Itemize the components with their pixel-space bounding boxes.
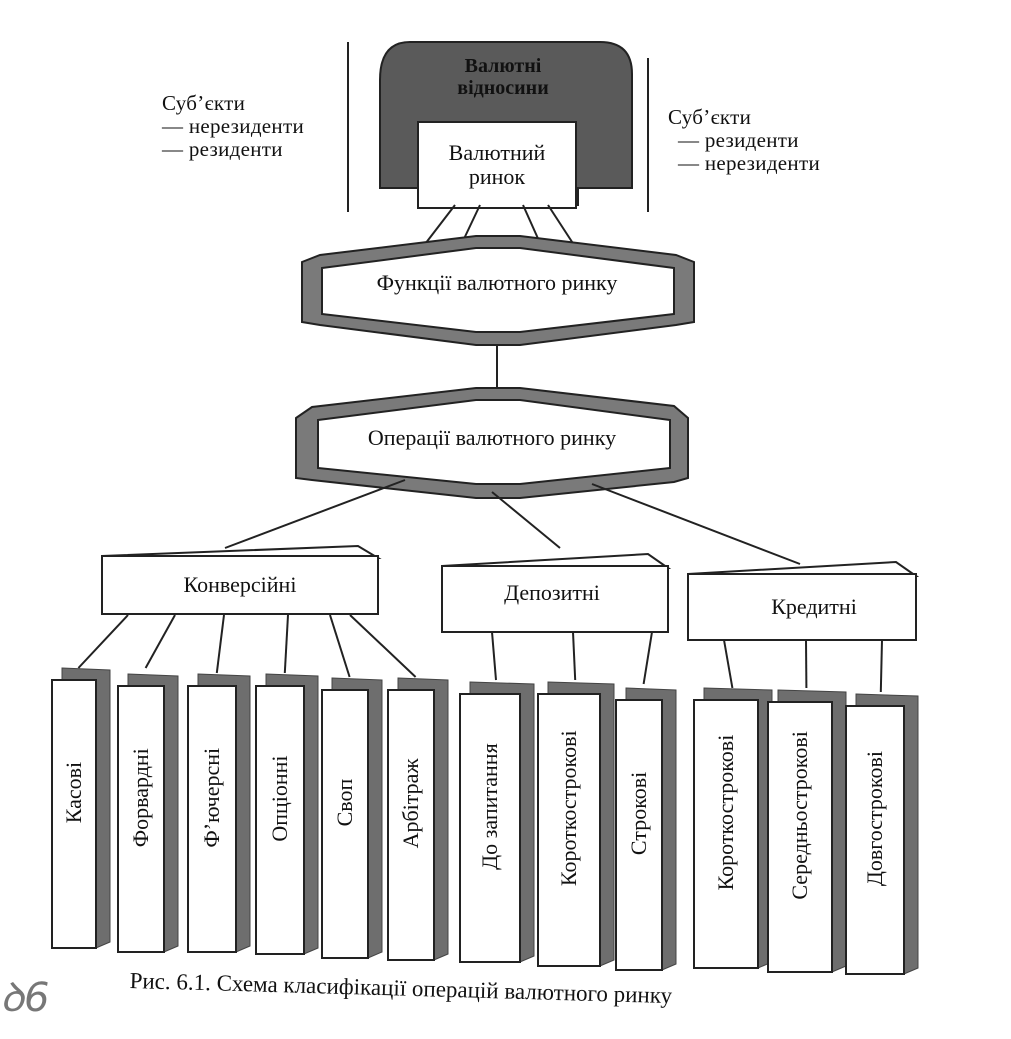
right-subjects-item: — нерезиденти [678, 151, 820, 175]
left-subjects-title: Суб’єкти [162, 91, 246, 115]
leaf-card: Короткострокові [693, 687, 773, 969]
category-leaf-connector [144, 614, 176, 669]
leaf-card-face [321, 689, 369, 959]
category-label: Кредитні [771, 594, 857, 619]
leaf-card-face [255, 685, 305, 955]
category-leaf-connector [723, 639, 734, 689]
root-connector [421, 204, 456, 249]
leaf-card-face [693, 699, 759, 969]
leaf-card: Строкові [615, 687, 677, 971]
root-connector [547, 204, 577, 249]
leaf-card: До запитання [459, 681, 535, 963]
category-box-conversion [101, 555, 379, 615]
leaf-label: Середньострокові [787, 731, 812, 899]
category-leaf-connector [491, 631, 497, 681]
leaf-card-face [387, 689, 435, 961]
leaf-label: Короткострокові [713, 735, 738, 891]
operations-category-connector [224, 479, 406, 549]
functions-hexagon-inner [321, 247, 675, 333]
leaf-card-face [117, 685, 165, 953]
leaf-card-face [537, 693, 601, 967]
leaf-card: Форвардні [117, 673, 179, 953]
leaf-label: Форвардні [128, 748, 153, 847]
leaf-card: Довгострокові [845, 693, 919, 975]
leaf-card: Арбітраж [387, 677, 449, 961]
right-subjects-item: — резиденти [678, 128, 799, 152]
leaf-card-face [51, 679, 97, 949]
category-box-credit [687, 573, 917, 641]
left-subjects-item: — резиденти [162, 137, 283, 161]
leaf-card: Опціонні [255, 673, 319, 955]
leaf-label: До запитання [477, 743, 502, 870]
category-label: Конверсійні [184, 572, 297, 597]
right-subjects: Суб’єкти — резиденти — нерезиденти [668, 106, 820, 175]
leaf-label: Опціонні [267, 755, 292, 841]
operations-category-connector [591, 483, 801, 565]
leaf-card: Короткострокові [537, 681, 615, 967]
leaf-card: Середньострокові [767, 689, 847, 973]
root-connector [522, 204, 541, 244]
currency-market-box [417, 121, 577, 209]
leaf-label: Ф’ючерсні [199, 748, 224, 848]
leaf-card-face [845, 705, 905, 975]
leaf-card: Касові [51, 667, 111, 949]
leaf-label: Касові [61, 762, 86, 823]
operations-hexagon-inner [317, 399, 671, 485]
category-leaf-connector [642, 631, 653, 685]
leaf-label: Строкові [626, 772, 651, 855]
operations-label: Операції валютного ринку [368, 425, 616, 450]
category-leaf-connector [283, 614, 289, 674]
functions-label: Функції валютного ринку [377, 270, 618, 295]
leaf-card: Ф’ючерсні [187, 673, 251, 953]
category-leaf-connector [879, 639, 883, 693]
category-label: Депозитні [504, 580, 600, 605]
right-subjects-title: Суб’єкти [668, 105, 752, 129]
leaf-card-face [187, 685, 237, 953]
category-leaf-connector [329, 614, 351, 678]
leaf-card-face [767, 701, 833, 973]
handwritten-page-mark: ꝺ6 [0, 975, 50, 1021]
category-leaf-connector [77, 614, 129, 669]
left-subjects-item: — нерезиденти [162, 114, 304, 138]
leaf-card: Своп [321, 677, 383, 959]
left-subjects: Суб’єкти — нерезиденти — резиденти [162, 92, 304, 161]
leaf-card-face [615, 699, 663, 971]
category-leaf-connector [572, 631, 577, 681]
category-box-deposit [441, 565, 669, 633]
operations-category-connector [491, 491, 561, 549]
leaf-card-face [459, 693, 521, 963]
leaf-label: Арбітраж [398, 758, 423, 849]
leaf-label: Своп [332, 778, 357, 826]
leaf-label: Довгострокові [862, 751, 887, 886]
category-leaf-connector [215, 614, 225, 674]
leaf-label: Короткострокові [556, 730, 581, 886]
category-leaf-connector [349, 614, 417, 678]
